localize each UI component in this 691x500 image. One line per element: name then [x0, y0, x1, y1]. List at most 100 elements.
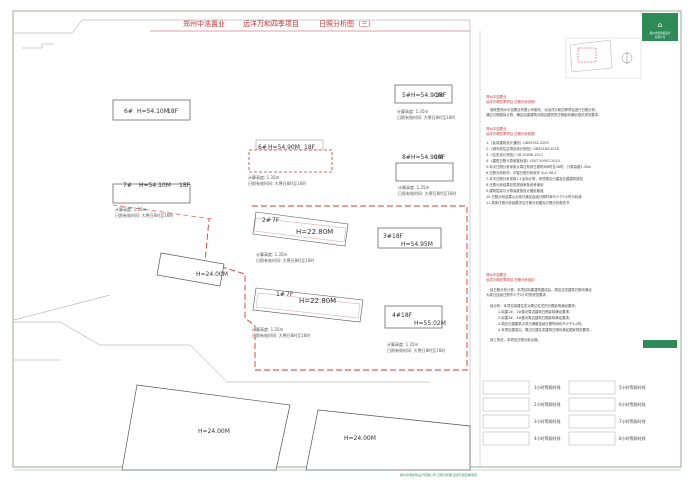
svg-text:远洋万和四季项目 日照分析依据:: 远洋万和四季项目 日照分析依据:	[486, 131, 536, 136]
svg-text:3.《住宅设计规范》GB 50096-2011: 3.《住宅设计规范》GB 50096-2011	[486, 152, 543, 157]
calc-notes: 计算高度: 1.35m 日照有效时间: 大寒日8时至16时 计算高度: 1.35…	[115, 108, 456, 353]
svg-text:4.本项目建成后，周边已建住宅建筑日照均满足国家规范要求。: 4.本项目建成后，周边已建住宅建筑日照均满足国家规范要求。	[498, 327, 593, 332]
svg-text:H=54.90M: H=54.90M	[268, 144, 300, 151]
svg-text:7小时等照时线: 7小时等照时线	[619, 418, 646, 424]
svg-text:8#: 8#	[402, 154, 411, 161]
svg-text:5#: 5#	[402, 92, 411, 99]
building-1: 1# 7F H=22.80M	[252, 287, 364, 323]
svg-text:6小时等照时线: 6小时等照时线	[619, 401, 646, 407]
svg-text:2.拟建3#、4#楼对周边建筑日照影响满足要求；: 2.拟建3#、4#楼对周边建筑日照影响满足要求；	[498, 315, 572, 320]
svg-text:计算高度: 1.35m: 计算高度: 1.35m	[252, 326, 284, 332]
building-bottom-right: H=24.00M	[305, 409, 471, 471]
svg-text:通过日照模拟计算，确定拟建建筑对周边建筑的日照影响满足相关规: 通过日照模拟计算，确定拟建建筑对周边建筑的日照影响满足相关规范要求。	[486, 112, 601, 117]
svg-text:18F: 18F	[392, 233, 404, 240]
svg-text:日照有效时间: 大寒日8时至16时: 日照有效时间: 大寒日8时至16时	[248, 180, 306, 186]
svg-text:远洋万和四季项目 日照分析说明:: 远洋万和四季项目 日照分析说明:	[486, 99, 536, 104]
key-plan	[565, 37, 642, 79]
panel-text: 郑州中浩置业 远洋万和四季项目 日照分析说明: 我院受郑州中浩置业有限公司委托，…	[486, 94, 601, 342]
building-bottom-left: H=24.00M	[121, 384, 291, 471]
svg-text:H=22.80M: H=22.80M	[299, 297, 336, 305]
svg-text:18F: 18F	[434, 154, 446, 161]
header-drawing-title: 日照分析图（三）	[319, 19, 375, 28]
svg-text:7F: 7F	[286, 291, 294, 298]
header-company: 郑州中浩置业	[183, 19, 225, 28]
svg-text:有限公司: 有限公司	[655, 35, 666, 39]
svg-text:2小时等照时线: 2小时等照时线	[534, 401, 561, 407]
svg-text:18F: 18F	[179, 182, 191, 189]
svg-text:11.具体日照分析结果详见日照分析图及日照分析报告书: 11.具体日照分析结果详见日照分析图及日照分析报告书	[486, 200, 570, 205]
svg-text:7F: 7F	[272, 217, 280, 224]
svg-text:5.本次日照分析采用大寒日有效日照时间8时至16时，计算高度: 5.本次日照分析采用大寒日有效日照时间8时至16时，计算高度1.35m	[486, 164, 592, 169]
svg-text:18F: 18F	[435, 92, 447, 99]
svg-text:H=24.00M: H=24.00M	[196, 271, 228, 278]
svg-text:H=22.80M: H=22.80M	[296, 228, 333, 236]
svg-text:1.《民用建筑设计通则》GB50352-2005: 1.《民用建筑设计通则》GB50352-2005	[486, 140, 549, 145]
building-7: 7# H=54.10M 18F	[112, 182, 191, 204]
svg-text:郑州中浩置业: 郑州中浩置业	[486, 94, 507, 99]
svg-text:H=54.95M: H=54.95M	[401, 241, 433, 248]
svg-text:日照有效时间: 大寒日8时至16时: 日照有效时间: 大寒日8时至16时	[256, 257, 314, 263]
svg-text:H=55.02M: H=55.02M	[414, 320, 446, 327]
svg-text:4#: 4#	[392, 312, 401, 319]
svg-text:计算高度: 1.35m: 计算高度: 1.35m	[256, 251, 288, 257]
svg-text:H=54.90M: H=54.90M	[411, 92, 443, 99]
svg-text:6.日照分析软件：众智日照分析软件 Sun V8.0: 6.日照分析软件：众智日照分析软件 Sun V8.0	[486, 170, 556, 175]
svg-text:H=24.00M: H=24.00M	[198, 428, 230, 435]
svg-text:我院受郑州中浩置业有限公司委托，对远洋万和四季项目进行日照分: 我院受郑州中浩置业有限公司委托，对远洋万和四季项目进行日照分析，	[490, 107, 599, 112]
svg-text:3#: 3#	[383, 233, 392, 240]
svg-text:经日照分析计算，本项目拟建建筑建成后，周边住宅建筑日照均满足: 经日照分析计算，本项目拟建建筑建成后，周边住宅建筑日照均满足	[490, 287, 592, 292]
svg-text:8.日照分析结果仅供规划审批参考使用: 8.日照分析结果仅供规划审批参考使用	[486, 182, 543, 187]
svg-text:6#: 6#	[124, 108, 133, 115]
svg-text:计算高度: 1.35m: 计算高度: 1.35m	[397, 108, 429, 114]
building-3: 3# 18F H=54.95M	[377, 227, 442, 249]
building-6: 6# H=54.10M 18F	[112, 99, 191, 121]
svg-text:计算高度: 1.35m: 计算高度: 1.35m	[248, 174, 280, 180]
site-boundary	[204, 205, 468, 371]
sunlight-legend: 1小时等照时线 5小时等照时线 2小时等照时线 6小时等照时线 3小时等照时线 …	[482, 380, 646, 446]
svg-text:计算高度: 1.35m: 计算高度: 1.35m	[398, 184, 430, 190]
svg-text:1.拟建1#、2#楼对周边建筑日照影响满足要求；: 1.拟建1#、2#楼对周边建筑日照影响满足要求；	[498, 309, 572, 314]
boundary-ext	[112, 204, 213, 220]
svg-text:计算高度: 1.35m: 计算高度: 1.35m	[115, 206, 147, 212]
header-project: 远洋万和四季项目	[243, 19, 299, 28]
svg-text:1小时等照时线: 1小时等照时线	[534, 384, 561, 390]
building-2: 2# 7F H=22.80M	[252, 211, 349, 247]
svg-text:18F: 18F	[167, 108, 179, 115]
svg-text:10.日照分析结果以大寒日满足连续日照时间不少于2小时为标准: 10.日照分析结果以大寒日满足连续日照时间不少于2小时为标准	[486, 194, 582, 199]
company-seal: ⌂ 郑州中浩建筑设计 有限公司	[642, 13, 678, 41]
svg-text:2.《城市居住区规划设计规范》GB50180-2018: 2.《城市居住区规划设计规范》GB50180-2018	[486, 146, 559, 151]
svg-text:郑州中浩置业: 郑州中浩置业	[486, 272, 507, 277]
svg-text:4小时等照时线: 4小时等照时线	[534, 435, 561, 441]
svg-text:8小时等照时线: 8小时等照时线	[619, 435, 646, 441]
svg-text:1#: 1#	[276, 291, 285, 298]
svg-text:18F: 18F	[401, 312, 413, 319]
svg-text:4.《建筑日照计算参数标准》GB/T 50947-2014: 4.《建筑日照计算参数标准》GB/T 50947-2014	[486, 158, 560, 163]
building-left-block: H=24.00M	[156, 252, 228, 287]
footer-text: 郑州中浩建筑设计有限公司 日照分析图 远洋万和四季项目	[400, 472, 477, 477]
svg-text:大寒日连续日照不少于2小时的规范要求。: 大寒日连续日照不少于2小时的规范要求。	[486, 292, 549, 297]
seal-side	[643, 340, 677, 348]
site-lines	[13, 19, 471, 470]
svg-text:郑州中浩建筑设计: 郑州中浩建筑设计	[650, 31, 671, 35]
svg-text:6#: 6#	[258, 144, 267, 151]
svg-text:日照有效时间: 大寒日8时至16时: 日照有效时间: 大寒日8时至16时	[387, 347, 445, 353]
svg-text:综上所述：本项目日照分析合格。: 综上所述：本项目日照分析合格。	[490, 337, 541, 342]
svg-text:9.建筑层高与计算高度按设计图纸取值: 9.建筑层高与计算高度按设计图纸取值	[486, 188, 544, 193]
svg-text:H=54.90M: H=54.90M	[411, 154, 443, 161]
svg-text:郑州中浩置业: 郑州中浩置业	[486, 126, 507, 131]
svg-text:日照有效时间: 大寒日8时至16时: 日照有效时间: 大寒日8时至16时	[398, 190, 456, 196]
svg-text:远洋万和四季项目 日照分析结论:: 远洋万和四季项目 日照分析结论:	[486, 277, 536, 282]
building-4: 4# 18F H=55.02M	[384, 305, 446, 329]
svg-text:日照有效时间: 大寒日8时至16时: 日照有效时间: 大寒日8时至16时	[115, 212, 173, 218]
building-5: 5# H=54.90M 18F	[394, 84, 453, 104]
svg-text:日照有效时间: 大寒日8时至16时: 日照有效时间: 大寒日8时至16时	[397, 114, 455, 120]
svg-text:⌂: ⌂	[658, 21, 662, 29]
svg-text:5小时等照时线: 5小时等照时线	[619, 384, 646, 390]
svg-text:3.周边已建建筑大寒日满窗连续日照时间均不少于2小时。: 3.周边已建建筑大寒日满窗连续日照时间均不少于2小时。	[498, 321, 585, 326]
svg-text:7#: 7#	[123, 182, 132, 189]
svg-text:日照有效时间: 大寒日8时至16时: 日照有效时间: 大寒日8时至16时	[252, 332, 310, 338]
svg-text:H=54.10M: H=54.10M	[139, 182, 171, 189]
svg-text:H=54.10M: H=54.10M	[137, 108, 169, 115]
svg-text:7.本次日照分析采用1:1坐标计算，考虑周边已建及在建建筑遮: 7.本次日照分析采用1:1坐标计算，考虑周边已建及在建建筑遮挡	[486, 176, 583, 181]
